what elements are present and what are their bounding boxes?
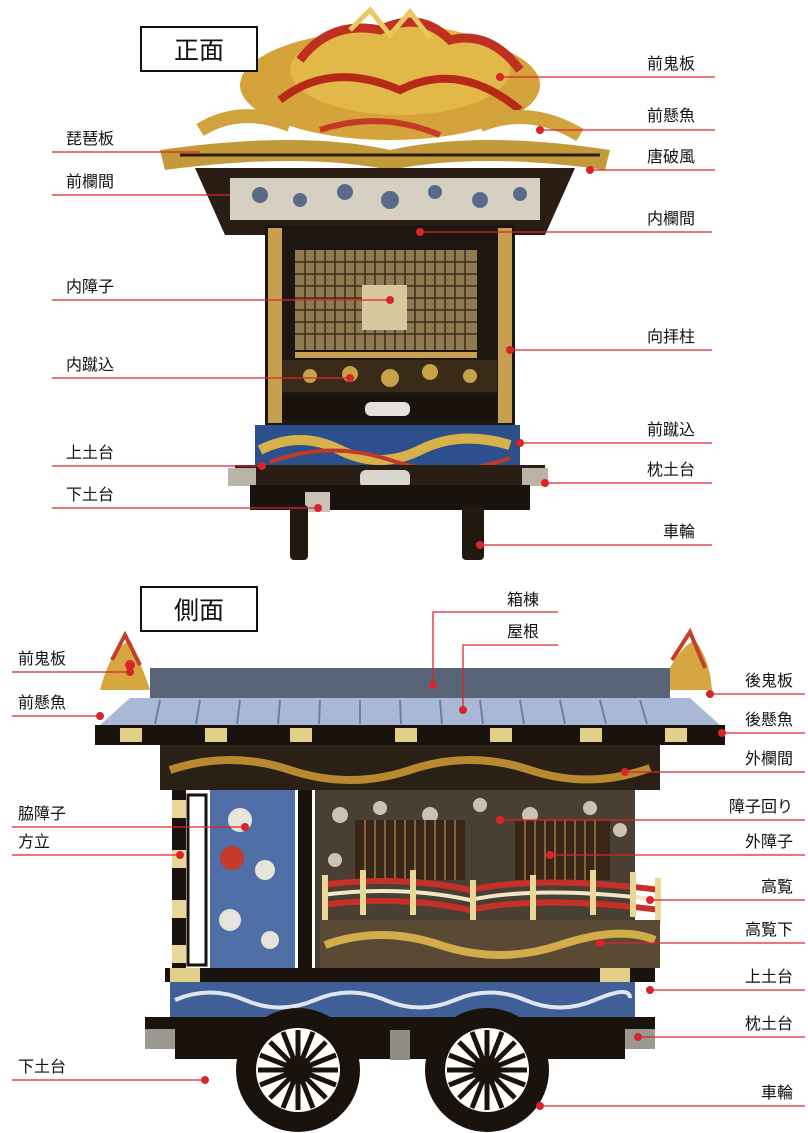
side-hodate-post <box>172 790 186 970</box>
side-wheel-left <box>236 1008 360 1132</box>
leader-side-hakomune <box>432 611 558 685</box>
label-side-maeonita: 前鬼板 <box>18 649 67 668</box>
side-upper-base <box>165 968 655 982</box>
label-front-sharin: 車輪 <box>663 522 696 541</box>
side-float-illustration <box>95 627 725 1132</box>
label-front-kamidodai: 上土台 <box>66 443 115 462</box>
label-side-sotoshoji: 外障子 <box>745 832 794 851</box>
front-wheel-left <box>290 505 308 560</box>
label-front-mukouhai: 向拝柱 <box>647 327 696 346</box>
side-roof <box>100 698 720 725</box>
side-waki-shoji-panel <box>210 790 295 970</box>
side-front-onita-carving <box>100 630 150 690</box>
side-makura-base <box>145 1017 655 1029</box>
label-front-karahafu: 唐破風 <box>647 147 696 166</box>
label-side-shimododai: 下土台 <box>18 1057 67 1076</box>
label-side-yane: 屋根 <box>507 622 540 641</box>
label-front-shimododai: 下土台 <box>66 485 115 504</box>
label-side-ushirogegyo: 後懸魚 <box>745 710 794 729</box>
label-side-shojimawari: 障子回り <box>729 797 794 816</box>
label-side-kamidodai: 上土台 <box>745 967 794 986</box>
leader-dots <box>96 73 726 1110</box>
label-side-sharin: 車輪 <box>761 1083 794 1102</box>
label-front-maeonita: 前鬼板 <box>647 54 696 73</box>
side-ridge <box>150 668 670 698</box>
label-side-sotoranma: 外欄間 <box>745 749 794 768</box>
label-side-koranshita: 高覧下 <box>745 920 794 939</box>
label-side-makuradodai: 枕土台 <box>745 1014 794 1033</box>
front-wheel-right <box>462 505 484 560</box>
label-side-hodate: 方立 <box>18 832 51 851</box>
label-front-maekekomi: 前蹴込 <box>647 420 696 439</box>
leader-side-yane <box>462 644 558 710</box>
leader-lines <box>12 76 805 1107</box>
side-koran-shita-carving <box>320 920 660 968</box>
label-side-hakomune: 箱棟 <box>507 590 540 609</box>
front-dragon-carving <box>196 6 584 142</box>
label-front-uchiranma: 内欄間 <box>647 209 696 228</box>
side-wheel-right <box>425 1008 549 1132</box>
front-float-illustration <box>160 6 610 560</box>
label-side-waki-shoji: 脇障子 <box>18 804 67 823</box>
front-view-title: 正面 <box>140 26 258 72</box>
label-side-ushiroonita: 後鬼板 <box>745 671 794 690</box>
side-view-title: 側面 <box>140 586 258 632</box>
label-side-maegegyo: 前懸魚 <box>18 693 67 712</box>
label-front-maeranma: 前欄間 <box>66 172 115 191</box>
label-front-uchishoji: 内障子 <box>66 277 115 296</box>
label-front-maegegyo: 前懸魚 <box>647 106 696 125</box>
side-rear-onita-carving <box>660 627 712 690</box>
label-side-koran: 高覧 <box>761 877 794 896</box>
label-front-makuradodai: 枕土台 <box>647 460 696 479</box>
label-front-uchikekomi: 内蹴込 <box>66 355 115 374</box>
label-front-biwaita: 琵琶板 <box>66 129 115 148</box>
